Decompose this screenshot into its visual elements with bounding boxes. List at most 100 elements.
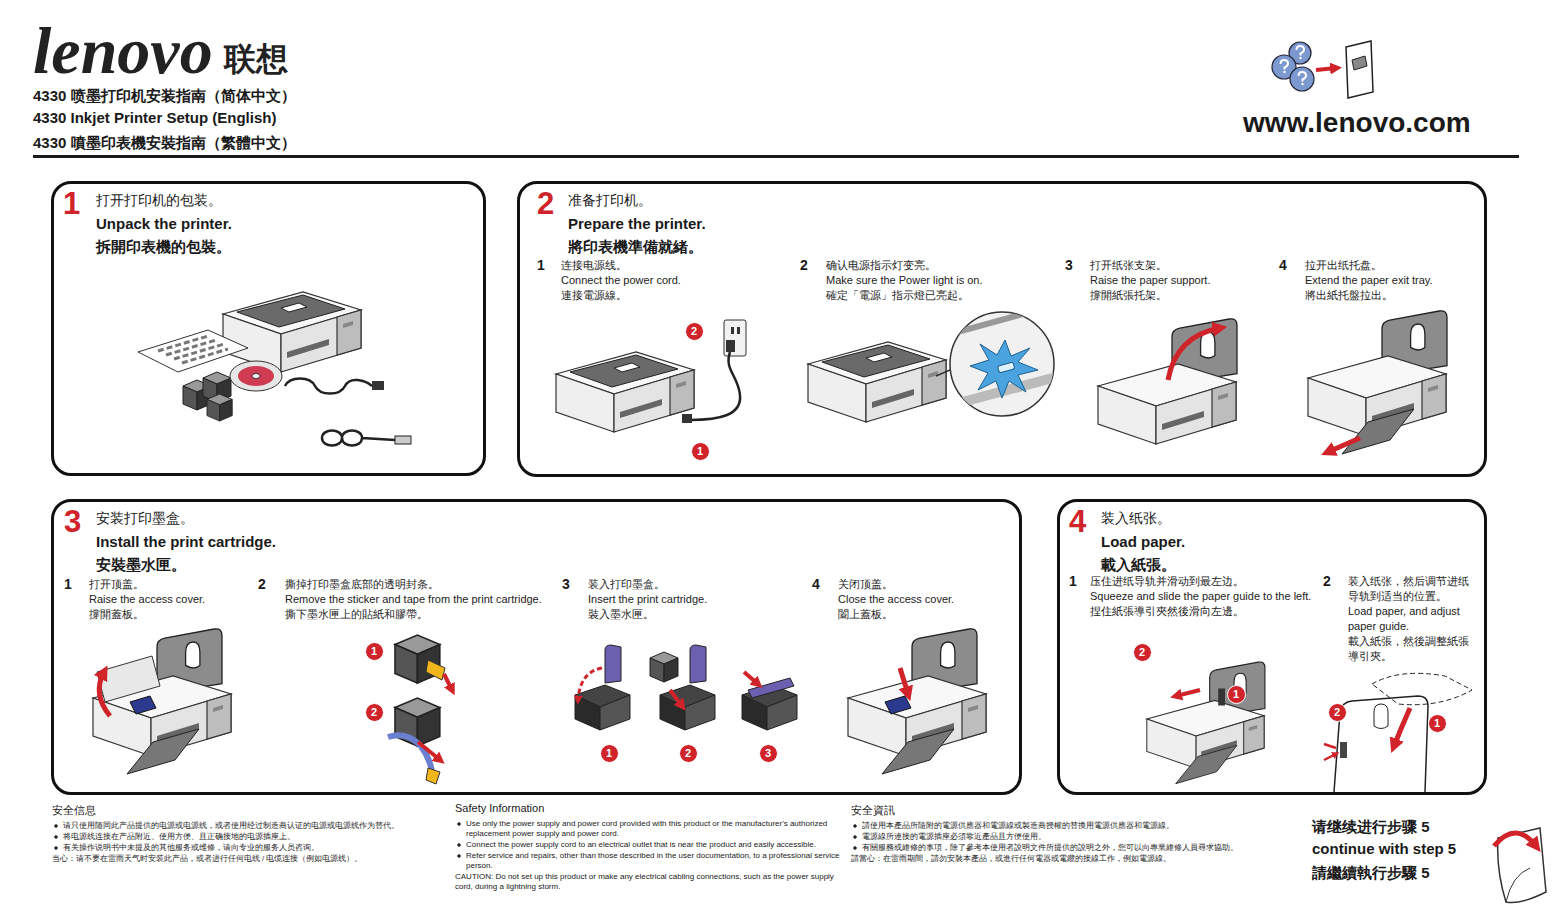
callout-text: 2 [1134,644,1151,660]
power-light-illustration [997,362,1014,373]
header-rule [33,155,1519,158]
callout-number: 2 [1133,643,1152,662]
step-heading: Install the print cartridge. [96,530,276,553]
insert-cartridge-illustration [690,645,706,683]
step-number: 2 [537,188,554,220]
substep-number: 1 [64,577,72,592]
load-paper-illustration [1324,673,1472,792]
unpack-illustration [322,431,395,446]
cartridge-tape-illustration [426,768,440,784]
insert-cartridge-illustration [575,685,630,730]
open-cover-illustration [97,656,160,702]
exit-tray-illustration [1342,409,1414,454]
step-heading: 拆開印表機的包裝。 [96,235,232,258]
unpack-illustration [252,374,260,379]
next-page-icon [1494,833,1536,846]
insert-cartridge-illustration [744,672,758,684]
load-paper-illustration [1394,708,1410,746]
instruction-block: 装入打印墨盒。Insert the print cartridge.裝入墨水匣。 [588,577,798,622]
unpack-illustration [207,394,232,421]
step-panel: 1打开打印机的包装。Unpack the printer.拆開印表機的包裝。 [51,181,486,476]
help-icon [1352,56,1367,70]
substep: 1压住进纸导轨并滑动到最左边。Squeeze and slide the pap… [1069,574,1315,619]
step-heading: 安装打印墨盒。 [96,507,276,530]
power-cord-illustration [737,327,740,334]
cartridge-tape-illustration [426,660,445,680]
substep: 4拉开出纸托盘。Extend the paper exit tray.將出紙托盤… [1279,258,1480,303]
unpack-illustration [138,292,411,446]
instruction-text: 撕下墨水匣上的貼紙和膠帶。 [285,607,553,622]
instruction-text: 撐開蓋板。 [89,607,249,622]
next-page-icon [1494,828,1546,903]
instruction-text: 闔上蓋板。 [838,607,1013,622]
safety-item: Use only the power supply and power cord… [455,819,847,839]
instruction-text: 装入纸张，然后调节进纸导轨到适当的位置。 [1348,574,1478,604]
help-icon [1316,68,1336,70]
unpack-illustration [230,361,282,391]
substep: 2确认电源指示灯变亮。Make sure the Power light is … [800,258,1051,303]
help-icon [1297,46,1305,59]
instruction-text: Insert the print cartridge. [588,592,798,607]
callout-text: 2 [680,745,697,761]
insert-cartridge-illustration [660,685,715,730]
unpack-illustration [372,381,384,390]
step-heading-block: 安装打印墨盒。Install the print cartridge.安裝墨水匣… [96,507,276,576]
help-icon [1299,72,1307,85]
unpack-illustration [138,330,248,372]
safety-caution: CAUTION: Do not set up this product or m… [455,872,847,892]
load-paper-illustration [1372,673,1472,704]
paper-guide-illustration [1147,662,1265,784]
insert-cartridge-illustration [650,652,678,682]
step-heading-block: 准备打印机。Prepare the printer.將印表機準備就緒。 [568,189,706,258]
instruction-text: 装入打印墨盒。 [588,577,798,592]
step-heading-block: 打开打印机的包装。Unpack the printer.拆開印表機的包裝。 [96,189,232,258]
callout-text: 1 [366,643,383,659]
instruction-text: 撐開紙張托架。 [1090,288,1280,303]
callout-text: 1 [1429,715,1446,731]
instruction-text: Remove the sticker and tape from the pri… [285,592,553,607]
cartridge-tape-illustration [388,635,452,784]
instruction-text: 连接电源线。 [561,258,786,273]
safety-heading: Safety Information [455,802,847,815]
close-cover-illustration [885,696,911,714]
step-panel: 2 准备打印机。Prepare the printer.將印表機準備就緒。 1 连接电… [517,181,1487,477]
callout-text: 2 [1329,704,1346,720]
document-title: 4330 喷墨打印机安装指南（简体中文） [33,87,296,105]
step-heading: 安裝墨水匣。 [96,553,276,576]
substep-number: 1 [537,258,545,273]
website-url: www.lenovo.com [1243,108,1471,138]
exit-tray-illustration [1328,438,1360,452]
unpack-illustration [395,436,411,444]
callout-text: 3 [760,745,777,761]
unpack-illustration [237,295,345,327]
power-cord-illustration [556,320,746,432]
continue-note: 請繼續執行步驟 5 [1312,864,1430,882]
substep: 2装入纸张，然后调节进纸导轨到适当的位置。Load paper, and adj… [1323,574,1478,664]
step-heading: 打开打印机的包装。 [96,189,232,212]
step-panel: 3 安装打印墨盒。Install the print cartridge.安裝墨水… [51,499,1022,795]
callout-number: 2 [1328,703,1347,722]
power-light-illustration [950,304,1060,334]
callout-number: 1 [1227,685,1246,704]
instruction-text: Extend the paper exit tray. [1305,273,1480,288]
power-cord-illustration [682,414,692,423]
next-page-icon [1506,868,1530,902]
paper-guide-illustration [1147,662,1265,784]
cartridge-tape-illustration [444,674,452,690]
open-cover-illustration [93,629,231,774]
substep-number: 2 [800,258,808,273]
instruction-text: Raise the paper support. [1090,273,1280,288]
safety-caution: 請當心：在雷雨期間，請勿安裝本產品，或進行任何電器或電纜的接線工作，例如電源線。 [851,854,1251,864]
power-light-illustration [970,340,1038,398]
instruction-text: 撕掉打印墨盒底部的透明封条。 [285,577,553,592]
instruction-text: Connect the power cord. [561,273,786,288]
paper-support-illustration [1168,328,1220,380]
instruction-text: 捏住紙張導引夾然後滑向左邊。 [1090,604,1315,619]
paper-guide-illustration [1218,689,1225,706]
substep: 1打开顶盖。Raise the access cover.撐開蓋板。 [64,577,249,622]
callout-number: 1 [600,744,619,763]
cartridge-tape-illustration [388,735,432,772]
substep: 4关闭顶盖。Close the access cover.闔上蓋板。 [812,577,1013,622]
power-cord-illustration [556,352,694,432]
